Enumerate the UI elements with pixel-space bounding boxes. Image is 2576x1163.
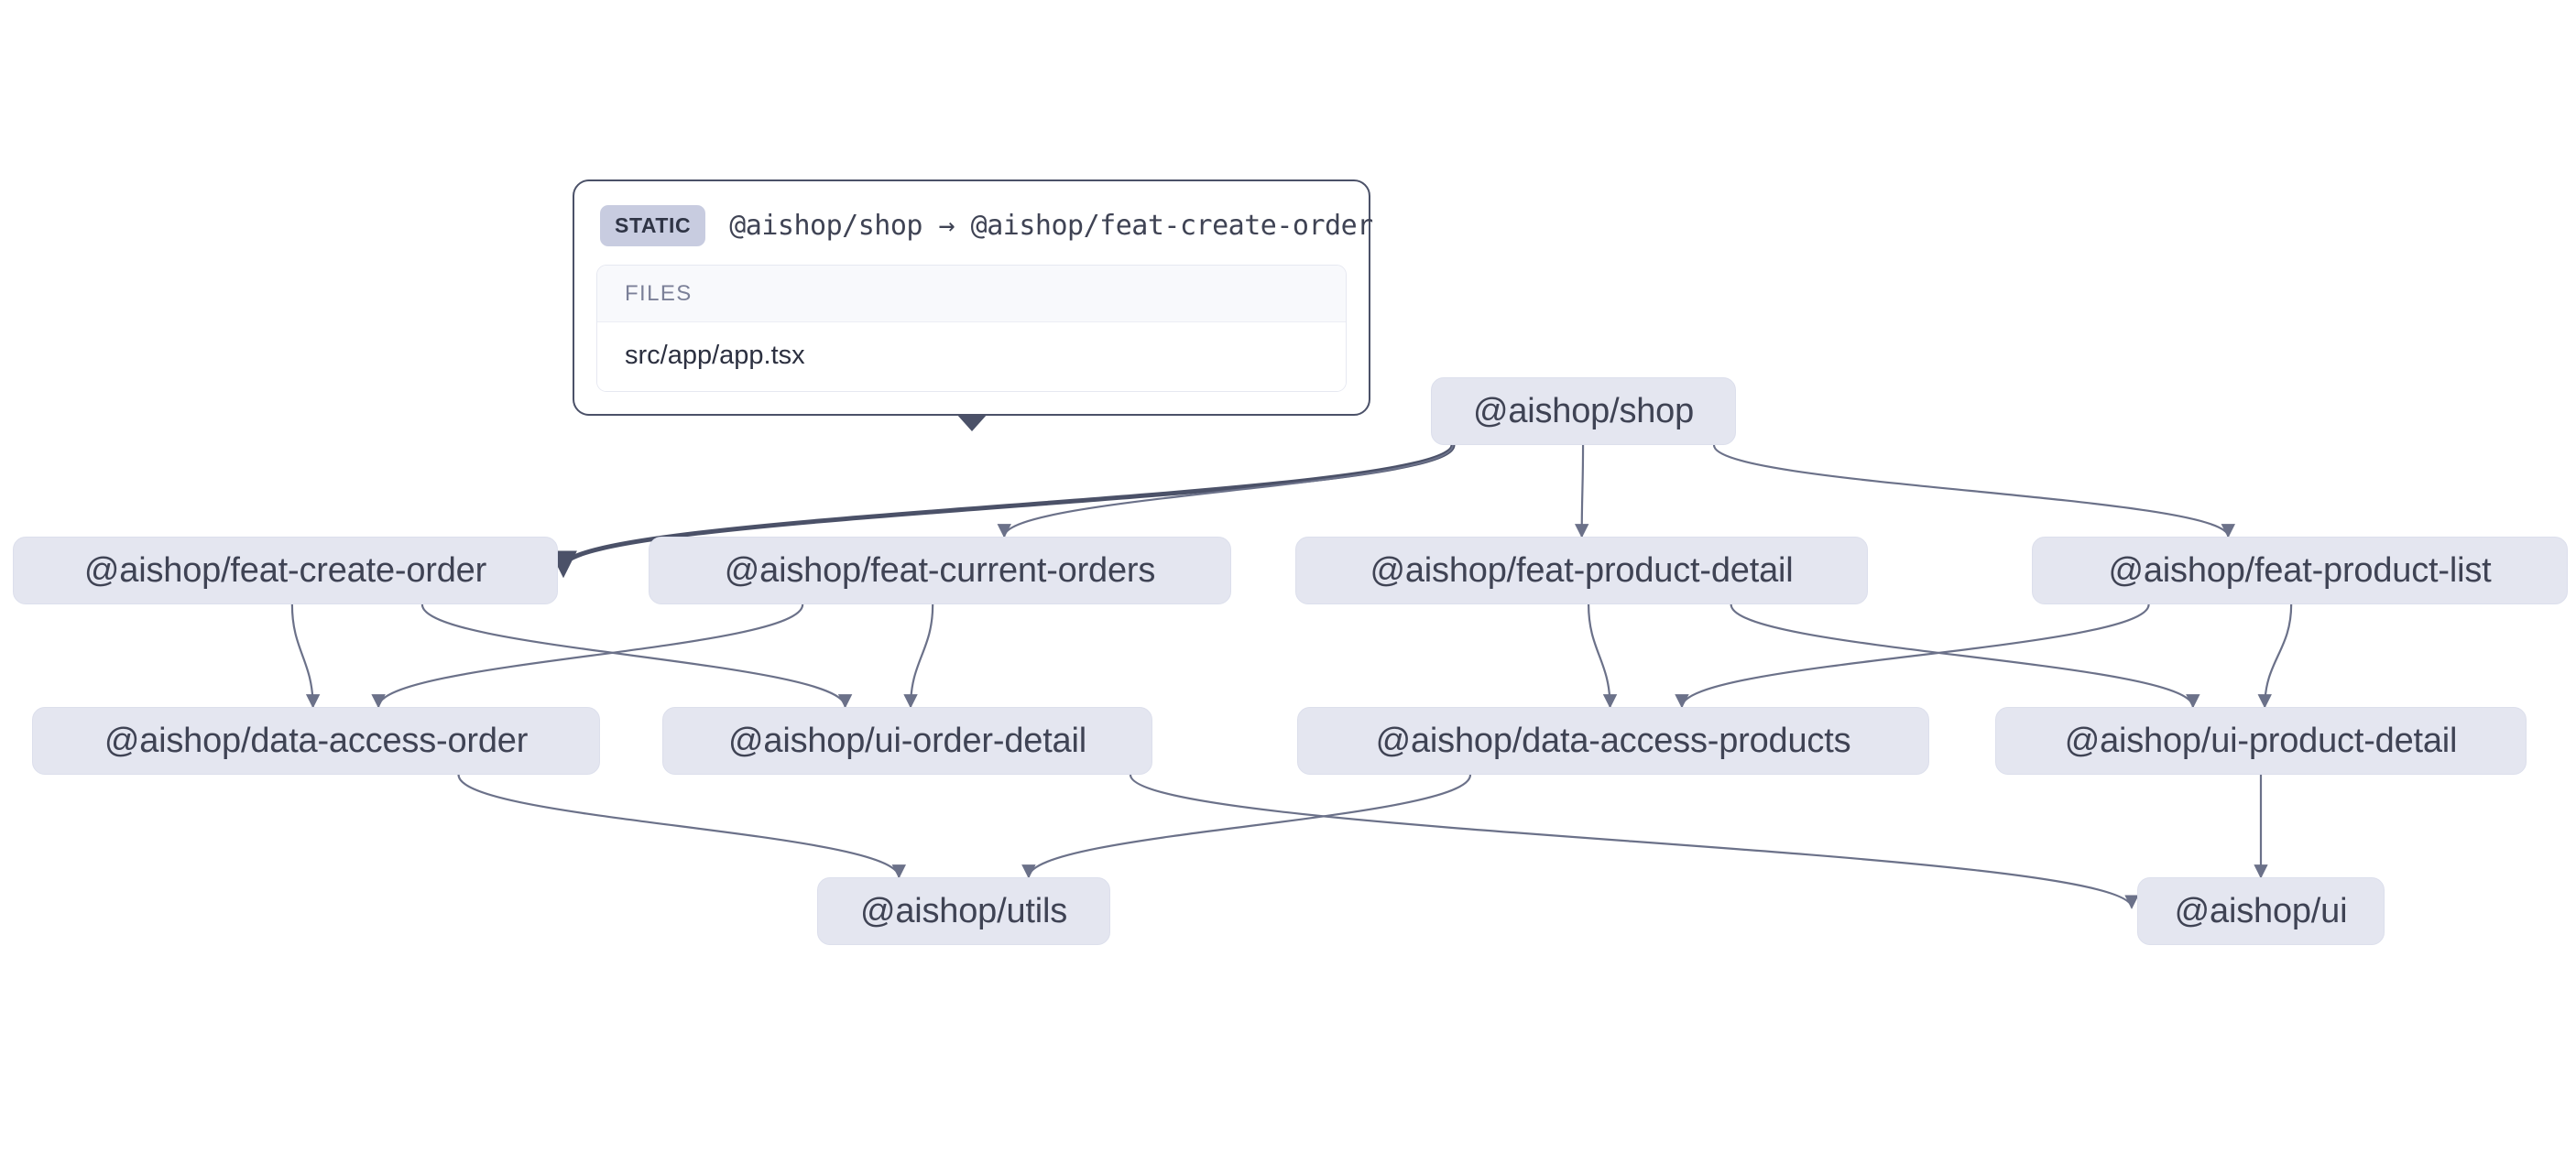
graph-node-label: @aishop/data-access-products xyxy=(1376,722,1851,761)
graph-edge-feat-product-detail-to-data-access-products[interactable] xyxy=(1588,604,1610,707)
graph-node-label: @aishop/feat-product-detail xyxy=(1370,551,1794,591)
tooltip-files-panel: FILES src/app/app.tsx xyxy=(596,265,1347,392)
graph-node-ui-order-detail[interactable]: @aishop/ui-order-detail xyxy=(662,707,1152,775)
graph-node-utils[interactable]: @aishop/utils xyxy=(817,877,1110,945)
graph-edge-data-access-order-to-utils[interactable] xyxy=(459,775,900,877)
tooltip-header: STATIC @aishop/shop → @aishop/feat-creat… xyxy=(596,201,1347,265)
graph-node-label: @aishop/ui-product-detail xyxy=(2065,722,2458,761)
graph-node-feat-current-orders[interactable]: @aishop/feat-current-orders xyxy=(649,537,1231,604)
graph-edge-feat-product-list-to-data-access-products[interactable] xyxy=(1682,604,2149,707)
graph-edge-feat-current-orders-to-data-access-order[interactable] xyxy=(378,604,802,707)
graph-node-feat-product-detail[interactable]: @aishop/feat-product-detail xyxy=(1295,537,1868,604)
graph-node-label: @aishop/ui xyxy=(2175,892,2348,931)
graph-edge-shop-to-feat-product-detail[interactable] xyxy=(1582,445,1583,537)
static-badge: STATIC xyxy=(600,205,705,246)
graph-edge-shop-to-feat-product-list[interactable] xyxy=(1714,445,2228,537)
graph-node-data-access-products[interactable]: @aishop/data-access-products xyxy=(1297,707,1929,775)
graph-node-label: @aishop/feat-current-orders xyxy=(725,551,1155,591)
graph-node-label: @aishop/feat-create-order xyxy=(84,551,486,591)
graph-edge-shop-to-feat-current-orders[interactable] xyxy=(1004,445,1453,537)
edge-detail-tooltip: STATIC @aishop/shop → @aishop/feat-creat… xyxy=(573,179,1370,416)
graph-node-shop[interactable]: @aishop/shop xyxy=(1431,377,1736,445)
graph-edge-feat-create-order-to-data-access-order[interactable] xyxy=(292,604,313,707)
graph-edge-data-access-products-to-utils[interactable] xyxy=(1029,775,1470,877)
graph-node-feat-product-list[interactable]: @aishop/feat-product-list xyxy=(2032,537,2568,604)
graph-node-label: @aishop/shop xyxy=(1473,392,1694,431)
graph-edge-feat-create-order-to-ui-order-detail[interactable] xyxy=(422,604,846,707)
graph-node-data-access-order[interactable]: @aishop/data-access-order xyxy=(32,707,600,775)
graph-node-ui-product-detail[interactable]: @aishop/ui-product-detail xyxy=(1995,707,2527,775)
graph-node-ui[interactable]: @aishop/ui xyxy=(2137,877,2385,945)
graph-node-label: @aishop/data-access-order xyxy=(104,722,528,761)
tooltip-title: @aishop/shop → @aishop/feat-create-order xyxy=(729,210,1372,242)
graph-node-label: @aishop/utils xyxy=(860,892,1067,931)
graph-edge-feat-current-orders-to-ui-order-detail[interactable] xyxy=(911,604,933,707)
graph-node-label: @aishop/feat-product-list xyxy=(2109,551,2492,591)
graph-edge-ui-order-detail-to-ui[interactable] xyxy=(1130,775,2132,908)
graph-edge-feat-product-list-to-ui-product-detail[interactable] xyxy=(2265,604,2291,707)
graph-node-feat-create-order[interactable]: @aishop/feat-create-order xyxy=(13,537,558,604)
graph-edge-feat-product-detail-to-ui-product-detail[interactable] xyxy=(1731,604,2193,707)
graph-node-label: @aishop/ui-order-detail xyxy=(728,722,1086,761)
file-list-item: src/app/app.tsx xyxy=(597,322,1346,391)
edge-path-group xyxy=(292,445,2291,908)
files-panel-header: FILES xyxy=(597,266,1346,322)
